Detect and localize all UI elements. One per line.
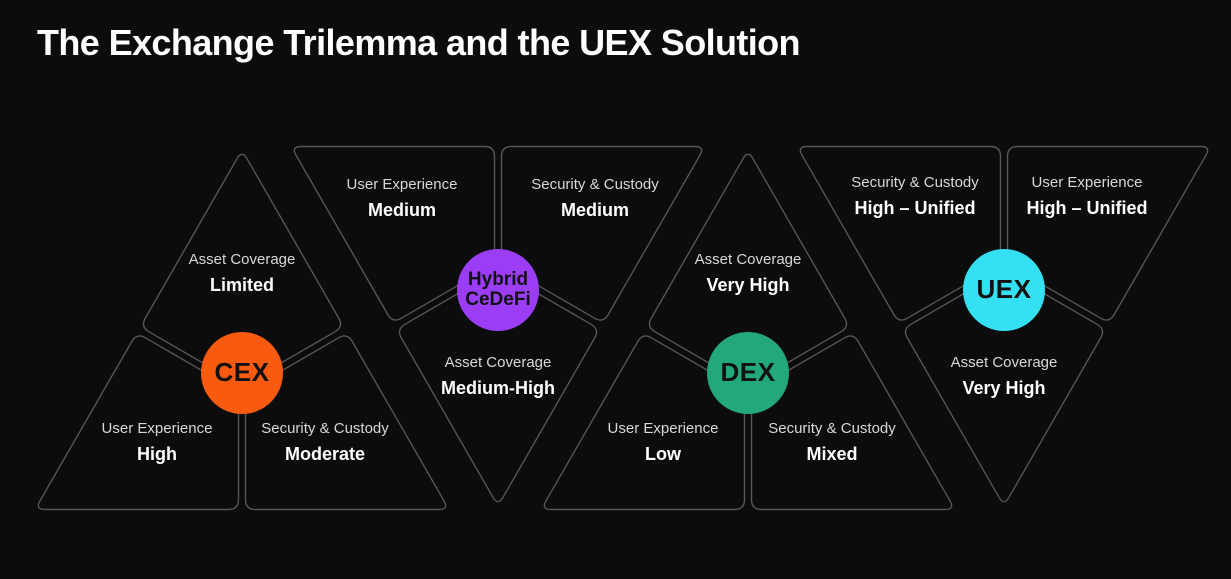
node-dex: DEX: [707, 332, 789, 414]
attr-value: Medium-High: [441, 378, 555, 398]
attr-label: Asset Coverage: [444, 354, 552, 371]
attr-label: User Experience: [101, 420, 213, 437]
attr-hybrid-asset-coverage: Asset Coverage Medium-High: [441, 354, 555, 400]
attr-dex-security-custody: Security & Custody Mixed: [768, 420, 896, 466]
attr-uex-security-custody: Security & Custody High – Unified: [851, 174, 979, 220]
attr-hybrid-user-experience: User Experience Medium: [347, 176, 458, 222]
attr-value: Very High: [962, 378, 1046, 398]
attr-value: High – Unified: [1026, 198, 1148, 218]
attr-label: Security & Custody: [851, 174, 979, 191]
attr-dex-user-experience: User Experience Low: [608, 420, 719, 466]
node-label-dex: DEX: [720, 357, 776, 388]
attr-label: Security & Custody: [768, 420, 896, 437]
attr-cex-user-experience: User Experience High: [102, 420, 213, 466]
attr-label: Security & Custody: [261, 420, 389, 437]
attr-uex-asset-coverage: Asset Coverage Very High: [951, 354, 1058, 400]
attr-label: Asset Coverage: [188, 251, 296, 268]
attr-label: User Experience: [607, 420, 719, 437]
attr-value: Medium: [560, 200, 629, 220]
attr-label: Security & Custody: [531, 176, 659, 193]
node-label-hybrid-cedefi: Hybrid CeDeFi: [465, 269, 531, 310]
attr-dex-asset-coverage: Asset Coverage Very High: [695, 251, 802, 297]
attr-value: High – Unified: [854, 198, 976, 218]
attr-value: Medium: [367, 200, 437, 220]
attr-value: Low: [644, 444, 681, 464]
attr-value: Mixed: [806, 444, 858, 464]
attr-value: Very High: [706, 275, 790, 295]
attr-cex-asset-coverage: Asset Coverage Limited: [189, 251, 296, 297]
attr-cex-security-custody: Security & Custody Moderate: [261, 420, 389, 466]
attr-value: High: [136, 444, 177, 464]
attr-label: Asset Coverage: [694, 251, 802, 268]
attr-label: User Experience: [1031, 174, 1143, 191]
attr-value: Limited: [209, 275, 275, 295]
node-label-cex: CEX: [214, 357, 270, 388]
node-cex: CEX: [201, 332, 283, 414]
attr-label: User Experience: [346, 176, 458, 193]
attr-value: Moderate: [284, 444, 365, 464]
attr-uex-user-experience: User Experience High – Unified: [1027, 174, 1148, 220]
node-uex: UEX: [963, 249, 1045, 331]
node-label-uex: UEX: [976, 274, 1032, 305]
page-title: The Exchange Trilemma and the UEX Soluti…: [37, 22, 801, 63]
attr-hybrid-security-custody: Security & Custody Medium: [531, 176, 659, 222]
attr-label: Asset Coverage: [950, 354, 1058, 371]
node-hybrid-cedefi: Hybrid CeDeFi: [457, 249, 539, 331]
